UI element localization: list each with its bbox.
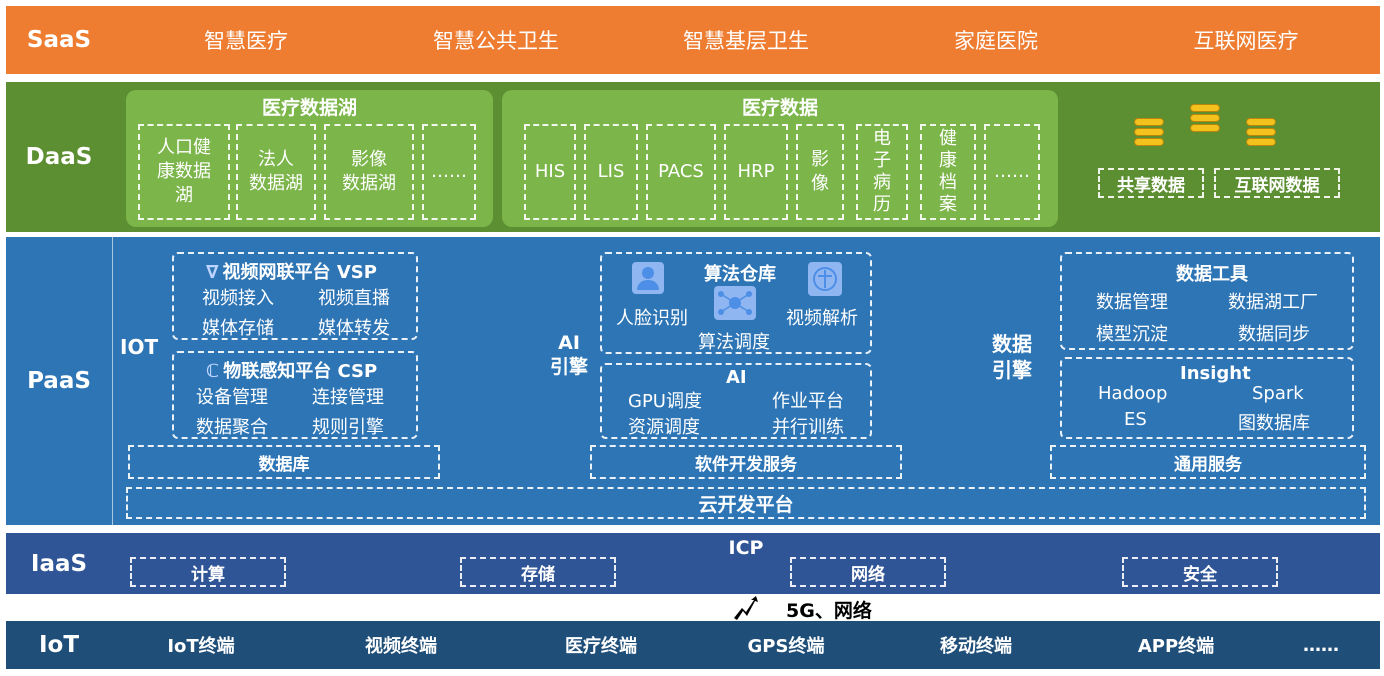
medical-terminal[interactable]: 医疗终端: [565, 636, 637, 657]
legal-entity-lake[interactable]: 法人 数据湖: [236, 124, 316, 220]
database-coin-icon: [1246, 118, 1276, 148]
insight-graph-db[interactable]: 图数据库: [1238, 413, 1310, 434]
data-engine-label: 数据 引擎: [992, 332, 1032, 382]
insight-hadoop[interactable]: Hadoop: [1098, 383, 1168, 404]
job-platform[interactable]: 作业平台: [772, 391, 844, 412]
software-dev-service[interactable]: 软件开发服务: [590, 445, 902, 479]
video-terminal[interactable]: 视频终端: [365, 636, 437, 657]
iot-label: IoT: [38, 632, 80, 658]
face-recognition[interactable]: 人脸识别: [616, 308, 688, 329]
medical-data-hrp[interactable]: HRP: [724, 124, 788, 220]
network-link: 5G、网络: [730, 596, 872, 622]
vsp-platform[interactable]: ∇视频网联平台 VSP 视频接入 视频直播 媒体存储 媒体转发: [172, 252, 418, 340]
database-coin-icon: [1134, 118, 1164, 148]
medical-data: 医疗数据 HIS LIS PACS HRP 影 像 电 子 病 历 健 康 档 …: [502, 90, 1058, 227]
saas-item-smart-medical[interactable]: 智慧医疗: [204, 29, 288, 53]
ai-platform-title: AI: [726, 367, 747, 388]
daas-label: DaaS: [25, 144, 93, 170]
iaas-layer: IaaS ICP 计算 存储 网络 安全: [6, 533, 1380, 594]
medical-data-imaging[interactable]: 影 像: [796, 124, 844, 220]
saas-item-family-hospital[interactable]: 家庭医院: [954, 29, 1038, 53]
iot-more[interactable]: ……: [1303, 634, 1339, 656]
ai-engine-label: AI 引擎: [550, 332, 589, 378]
data-sync[interactable]: 数据同步: [1238, 324, 1310, 345]
vsp-media-storage[interactable]: 媒体存储: [202, 318, 274, 339]
algorithm-scheduling[interactable]: 算法调度: [698, 332, 770, 353]
csp-logo-icon: ℂ: [206, 361, 220, 382]
cloud-dev-platform[interactable]: 云开发平台: [126, 487, 1366, 519]
data-management[interactable]: 数据管理: [1096, 292, 1168, 313]
lightning-icon: [734, 596, 758, 620]
iot-terminal[interactable]: IoT终端: [167, 636, 235, 657]
csp-connection-manage[interactable]: 连接管理: [312, 387, 384, 408]
data-lake-factory[interactable]: 数据湖工厂: [1228, 292, 1318, 313]
medical-data-emr[interactable]: 电 子 病 历: [856, 124, 908, 220]
network-label: 5G、网络: [786, 599, 872, 622]
database-coin-icon: [1190, 104, 1220, 134]
shared-data[interactable]: 共享数据: [1098, 168, 1204, 198]
ai-platform[interactable]: AI GPU调度 作业平台 资源调度 并行训练: [600, 363, 872, 439]
insight-title: Insight: [1180, 363, 1251, 384]
csp-data-aggregate[interactable]: 数据聚合: [196, 417, 268, 438]
population-health-lake[interactable]: 人口健 康数据 湖: [138, 124, 230, 220]
iot-layer: IoT IoT终端 视频终端 医疗终端 GPS终端 移动终端 APP终端 ……: [6, 621, 1380, 669]
gps-terminal[interactable]: GPS终端: [747, 636, 825, 657]
vsp-video-access[interactable]: 视频接入: [202, 288, 274, 309]
imaging-data-lake[interactable]: 影像 数据湖: [324, 124, 414, 220]
csp-rule-engine[interactable]: 规则引擎: [312, 417, 384, 438]
saas-item-public-health[interactable]: 智慧公共卫生: [433, 29, 559, 53]
model-deposit[interactable]: 模型沉淀: [1096, 324, 1168, 345]
daas-layer: DaaS 医疗数据湖 人口健 康数据 湖 法人 数据湖 影像 数据湖 …… 医疗…: [6, 82, 1380, 232]
iaas-compute[interactable]: 计算: [130, 557, 286, 587]
iaas-storage[interactable]: 存储: [460, 557, 616, 587]
resource-scheduling[interactable]: 资源调度: [628, 417, 700, 438]
vsp-title: ∇视频网联平台 VSP: [206, 262, 377, 283]
vsp-logo-icon: ∇: [206, 262, 219, 283]
medical-data-more[interactable]: ……: [984, 124, 1040, 220]
iaas-network[interactable]: 网络: [790, 557, 946, 587]
general-service[interactable]: 通用服务: [1050, 445, 1366, 479]
medical-data-lis[interactable]: LIS: [584, 124, 638, 220]
iaas-label: IaaS: [30, 550, 88, 577]
parallel-training[interactable]: 并行训练: [772, 417, 844, 438]
gpu-scheduling[interactable]: GPU调度: [628, 391, 702, 412]
algorithm-repository[interactable]: 算法仓库 人脸识别 视频解析 算法调度: [600, 252, 872, 354]
paas-divider: [112, 237, 113, 525]
medical-data-lake-title: 医疗数据湖: [261, 96, 357, 119]
data-tools[interactable]: 数据工具 数据管理 数据湖工厂 模型沉淀 数据同步: [1060, 252, 1354, 350]
iaas-security[interactable]: 安全: [1122, 557, 1278, 587]
medical-data-pacs[interactable]: PACS: [646, 124, 716, 220]
saas-item-internet-medical[interactable]: 互联网医疗: [1193, 29, 1299, 53]
saas-layer: SaaS 智慧医疗 智慧公共卫生 智慧基层卫生 家庭医院 互联网医疗: [6, 6, 1380, 74]
algorithm-repository-title: 算法仓库: [704, 264, 776, 285]
paas-layer: PaaS IOT ∇视频网联平台 VSP 视频接入 视频直播 媒体存储 媒体转发…: [6, 237, 1380, 525]
mobile-terminal[interactable]: 移动终端: [940, 636, 1012, 657]
iot-engine-label: IOT: [120, 335, 159, 359]
face-icon: [632, 262, 664, 294]
insight-es[interactable]: ES: [1124, 409, 1147, 430]
database-service[interactable]: 数据库: [128, 445, 440, 479]
network-hub-icon: [714, 286, 756, 320]
data-tools-title: 数据工具: [1176, 264, 1248, 285]
vsp-media-forward[interactable]: 媒体转发: [318, 318, 390, 339]
medical-data-his[interactable]: HIS: [524, 124, 576, 220]
saas-label: SaaS: [26, 27, 92, 53]
saas-item-primary-health[interactable]: 智慧基层卫生: [683, 29, 809, 53]
video-parsing[interactable]: 视频解析: [786, 308, 858, 329]
lake-more[interactable]: ……: [422, 124, 476, 220]
icp-title: ICP: [728, 537, 764, 559]
video-analysis-icon: [808, 262, 842, 296]
internet-data[interactable]: 互联网数据: [1214, 168, 1340, 198]
insight-platform[interactable]: Insight Hadoop Spark ES 图数据库: [1060, 357, 1354, 439]
csp-device-manage[interactable]: 设备管理: [196, 387, 268, 408]
vsp-live-stream[interactable]: 视频直播: [318, 288, 390, 309]
paas-label: PaaS: [27, 368, 91, 394]
medical-data-lake: 医疗数据湖 人口健 康数据 湖 法人 数据湖 影像 数据湖 ……: [126, 90, 493, 227]
medical-data-health-record[interactable]: 健 康 档 案: [920, 124, 976, 220]
app-terminal[interactable]: APP终端: [1137, 636, 1215, 657]
medical-data-title: 医疗数据: [741, 96, 818, 119]
insight-spark[interactable]: Spark: [1252, 383, 1304, 404]
